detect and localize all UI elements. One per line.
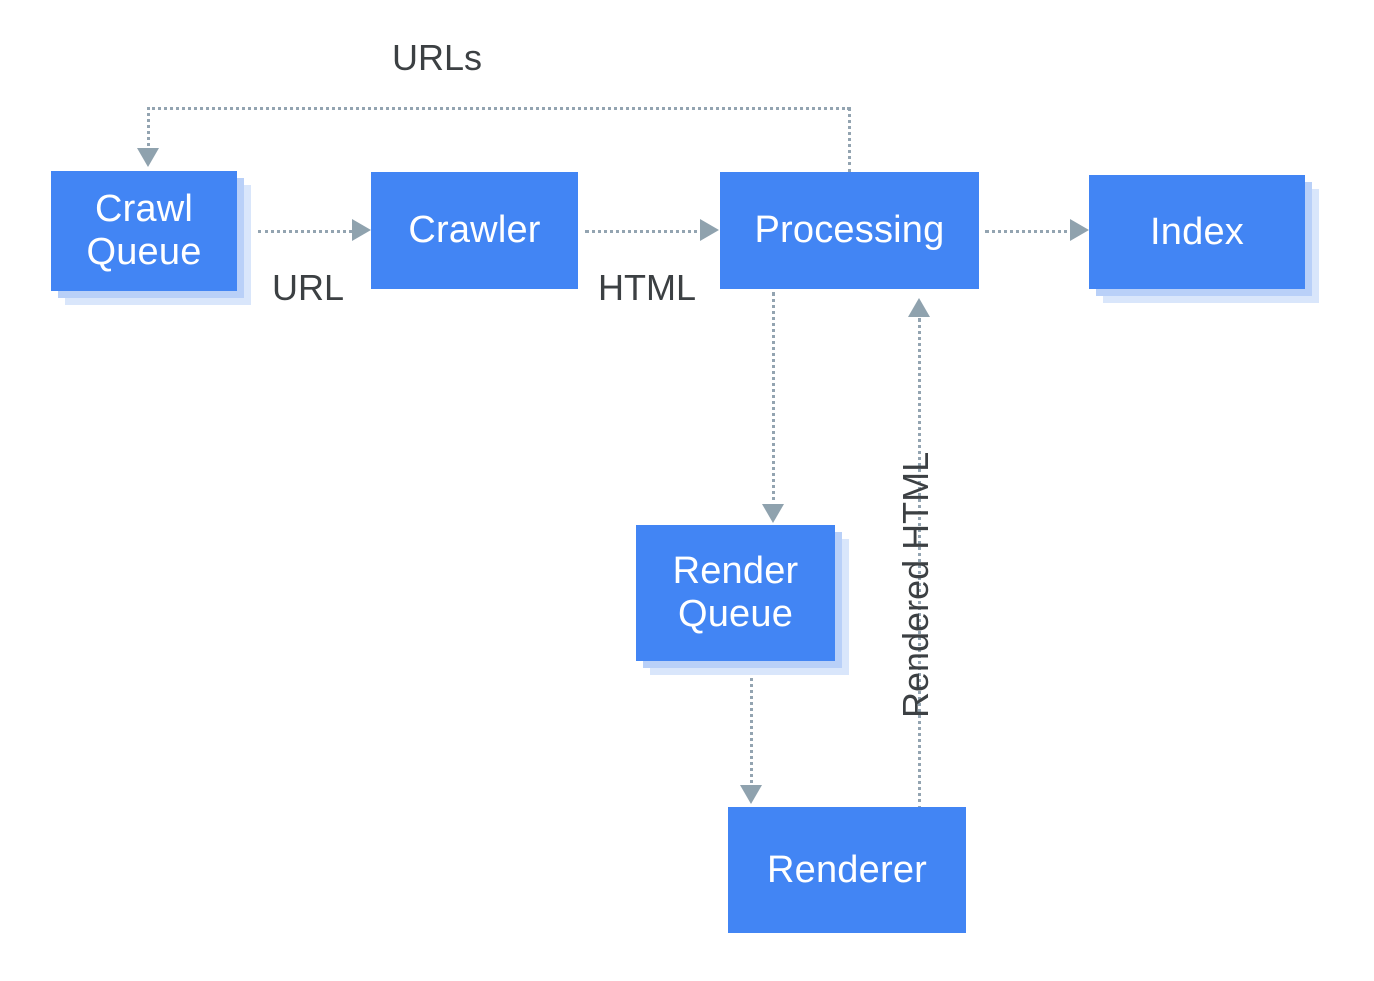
- node-renderer[interactable]: Renderer: [728, 807, 966, 933]
- edge-renderer-to-processing: [918, 318, 921, 810]
- arrowhead-into-crawl-queue: [137, 148, 159, 167]
- arrowhead-into-crawler: [352, 219, 371, 241]
- node-crawl-queue[interactable]: Crawl Queue: [51, 171, 237, 291]
- arrowhead-into-renderer: [740, 785, 762, 804]
- arrowhead-into-render-queue: [762, 504, 784, 523]
- edge-label-url: URL: [272, 267, 345, 308]
- edge-label-html: HTML: [598, 267, 696, 308]
- arrowhead-into-processing-horizontal: [700, 219, 719, 241]
- node-processing[interactable]: Processing: [720, 172, 979, 289]
- edge-processing-to-index: [985, 230, 1075, 233]
- node-render-queue[interactable]: Render Queue: [636, 525, 835, 661]
- node-crawler[interactable]: Crawler: [371, 172, 578, 289]
- edge-processing-to-crawlqueue-down: [147, 107, 150, 152]
- edge-label-rendered-html: Rendered HTML: [895, 451, 936, 718]
- arrowhead-into-processing-vertical: [908, 298, 930, 317]
- arrowhead-into-index: [1070, 219, 1089, 241]
- edge-crawler-to-processing: [585, 230, 705, 233]
- edge-renderqueue-to-renderer: [750, 665, 753, 789]
- edge-processing-to-renderqueue: [772, 292, 775, 508]
- edge-label-urls: URLs: [392, 37, 483, 78]
- edge-crawlqueue-to-crawler: [258, 230, 358, 233]
- edge-processing-to-crawlqueue-across: [147, 107, 850, 110]
- edge-processing-to-crawlqueue-up: [848, 107, 851, 173]
- node-index[interactable]: Index: [1089, 175, 1305, 289]
